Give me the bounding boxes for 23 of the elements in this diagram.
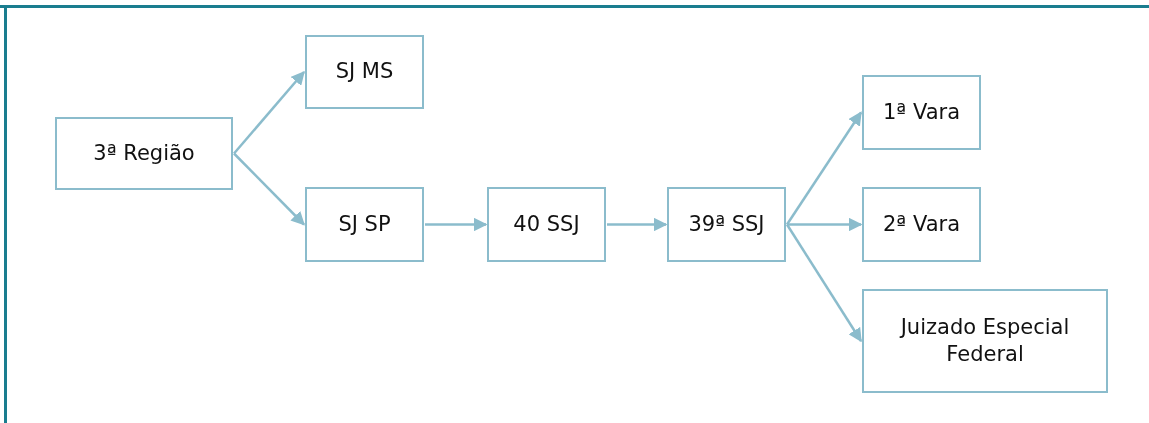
node-label: 1ª Vara — [882, 98, 960, 126]
arrow — [425, 217, 488, 232]
arrow — [785, 223, 863, 343]
arrow — [233, 152, 305, 226]
arrow — [607, 217, 668, 232]
node-label: Juizado Especial Federal — [898, 313, 1071, 368]
node-label: 2ª Vara — [882, 210, 960, 238]
process-box — [487, 187, 606, 262]
arrow — [787, 217, 863, 232]
node-label: 40 SSJ — [513, 210, 580, 238]
node-label: 39ª SSJ — [688, 210, 765, 238]
node-label: 3ª Região — [93, 139, 195, 167]
process-box — [305, 187, 424, 262]
arrow — [233, 70, 305, 155]
process-box — [55, 117, 233, 190]
arrow — [785, 111, 863, 226]
process-box — [667, 187, 786, 262]
process-box — [305, 35, 424, 109]
node-label: SJ MS — [335, 58, 394, 86]
process-box — [862, 187, 981, 262]
node-label: SJ SP — [338, 210, 391, 238]
process-box — [862, 289, 1108, 393]
process-box — [862, 75, 981, 150]
